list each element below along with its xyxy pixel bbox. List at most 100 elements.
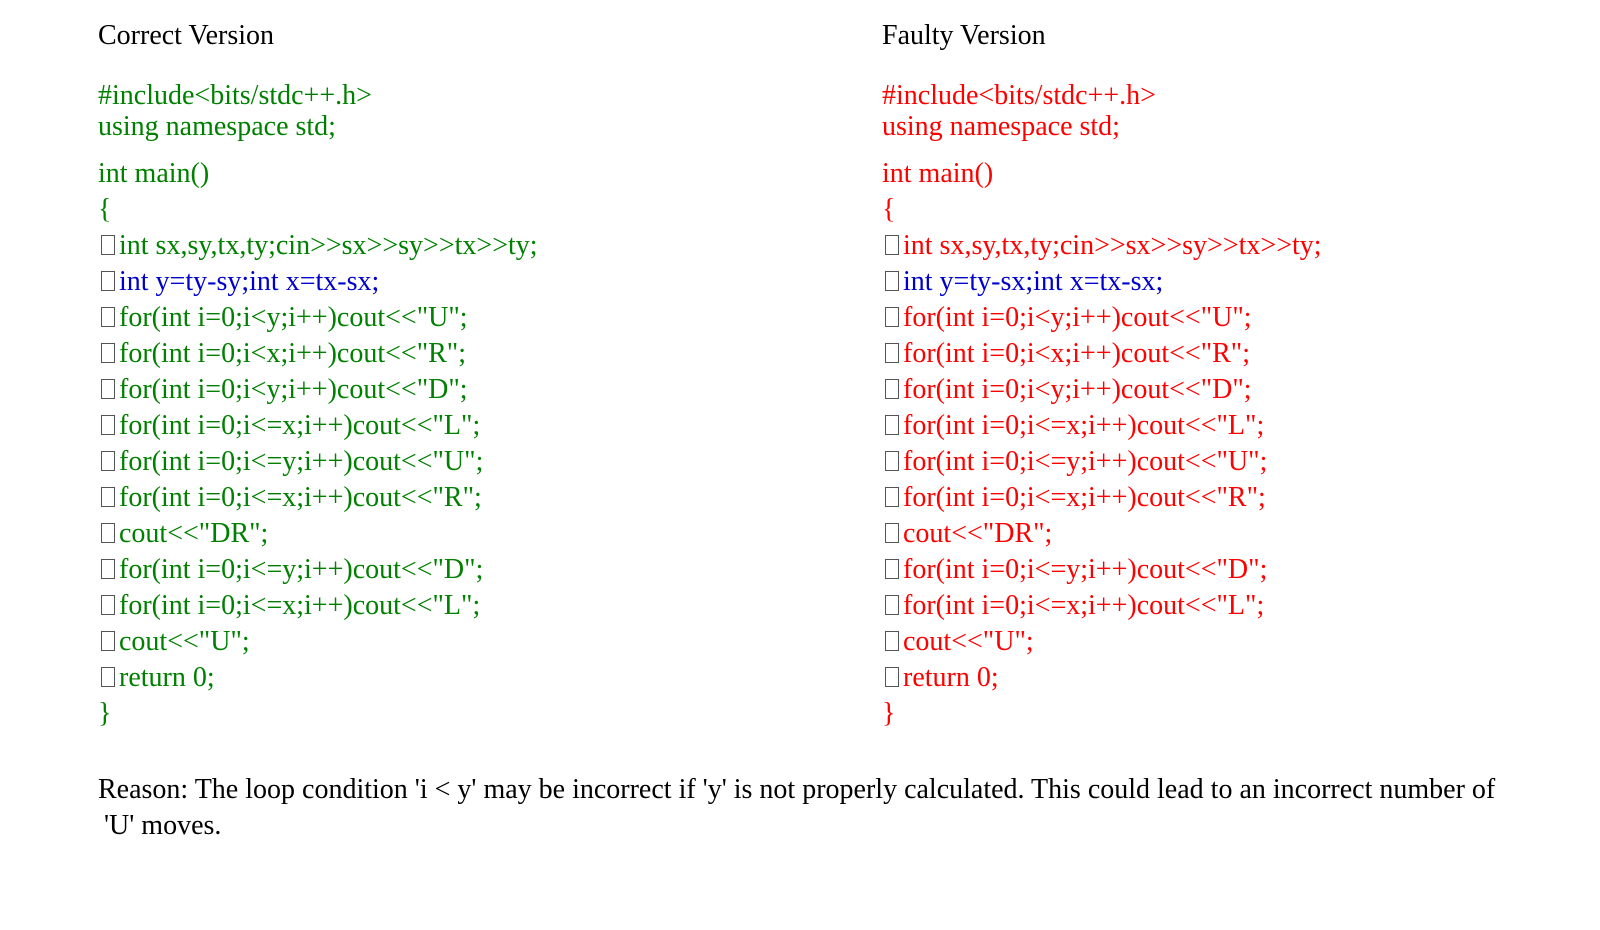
code-line: return 0; [98, 660, 858, 696]
code-text: return 0; [903, 662, 999, 693]
code-text: for(int i=0;i<x;i++)cout<<"R"; [119, 338, 467, 369]
code-line: int sx,sy,tx,ty;cin>>sx>>sy>>tx>>ty; [98, 228, 858, 264]
tab-glyph-icon [885, 559, 899, 579]
tab-glyph-icon [101, 343, 115, 363]
tab-glyph-icon [885, 487, 899, 507]
tab-glyph-icon [885, 307, 899, 327]
code-line: int sx,sy,tx,ty;cin>>sx>>sy>>tx>>ty; [882, 228, 1600, 264]
code-text: for(int i=0;i<=x;i++)cout<<"L"; [119, 590, 481, 621]
tab-glyph-icon [885, 523, 899, 543]
code-text: int sx,sy,tx,ty;cin>>sx>>sy>>tx>>ty; [119, 230, 538, 261]
code-text: using namespace std; [882, 111, 1120, 142]
code-line: #include<bits/stdc++.h> [98, 80, 858, 111]
faulty-version-panel: Faulty Version #include<bits/stdc++.h>us… [882, 18, 1600, 732]
tab-glyph-icon [101, 631, 115, 651]
code-text: int main() [98, 158, 210, 189]
code-line: for(int i=0;i<=y;i++)cout<<"U"; [882, 444, 1600, 480]
code-line: cout<<"U"; [98, 624, 858, 660]
code-line: } [882, 696, 1600, 732]
code-text: int y=ty-sx;int x=tx-sx; [903, 266, 1164, 297]
code-text: cout<<"U"; [903, 626, 1034, 657]
tab-glyph-icon [885, 415, 899, 435]
code-line: for(int i=0;i<y;i++)cout<<"D"; [882, 372, 1600, 408]
correct-version-title: Correct Version [98, 20, 274, 51]
tab-glyph-icon [101, 379, 115, 399]
faulty-code-block: #include<bits/stdc++.h>using namespace s… [882, 80, 1600, 732]
code-text: for(int i=0;i<=y;i++)cout<<"D"; [119, 554, 484, 585]
code-line: for(int i=0;i<=y;i++)cout<<"D"; [98, 552, 858, 588]
tab-glyph-icon [885, 235, 899, 255]
tab-glyph-icon [885, 451, 899, 471]
tab-glyph-icon [885, 271, 899, 291]
code-line: for(int i=0;i<=x;i++)cout<<"L"; [98, 408, 858, 444]
code-text: for(int i=0;i<=x;i++)cout<<"R"; [903, 482, 1266, 513]
code-line: #include<bits/stdc++.h> [882, 80, 1600, 111]
code-line: for(int i=0;i<=x;i++)cout<<"L"; [882, 408, 1600, 444]
code-text: for(int i=0;i<=x;i++)cout<<"L"; [903, 410, 1265, 441]
reason-text: Reason: The loop condition 'i < y' may b… [98, 772, 1578, 844]
code-text: { [98, 194, 112, 225]
code-text: for(int i=0;i<=x;i++)cout<<"R"; [119, 482, 482, 513]
code-line: for(int i=0;i<x;i++)cout<<"R"; [882, 336, 1600, 372]
tab-glyph-icon [101, 307, 115, 327]
code-line: cout<<"DR"; [98, 516, 858, 552]
code-line: int main() [98, 156, 858, 192]
tab-glyph-icon [101, 523, 115, 543]
tab-glyph-icon [101, 667, 115, 687]
code-text: { [882, 194, 896, 225]
tab-glyph-icon [885, 667, 899, 687]
code-text: for(int i=0;i<=x;i++)cout<<"L"; [903, 590, 1265, 621]
tab-glyph-icon [101, 235, 115, 255]
code-text: cout<<"U"; [119, 626, 250, 657]
code-text: return 0; [119, 662, 215, 693]
code-text: } [98, 698, 112, 729]
code-line: for(int i=0;i<=x;i++)cout<<"L"; [882, 588, 1600, 624]
tab-glyph-icon [885, 379, 899, 399]
code-text: for(int i=0;i<=y;i++)cout<<"U"; [903, 446, 1268, 477]
correct-version-panel: Correct Version #include<bits/stdc++.h>u… [98, 18, 858, 732]
code-text: } [882, 698, 896, 729]
code-line: { [882, 192, 1600, 228]
faulty-version-title: Faulty Version [882, 20, 1046, 51]
code-line: for(int i=0;i<y;i++)cout<<"U"; [98, 300, 858, 336]
code-line: for(int i=0;i<=y;i++)cout<<"U"; [98, 444, 858, 480]
code-line: for(int i=0;i<=x;i++)cout<<"L"; [98, 588, 858, 624]
code-text: for(int i=0;i<y;i++)cout<<"U"; [903, 302, 1252, 333]
reason-line-2: 'U' moves. [104, 810, 222, 841]
correct-code-block: #include<bits/stdc++.h>using namespace s… [98, 80, 858, 732]
tab-glyph-icon [101, 559, 115, 579]
code-line: } [98, 696, 858, 732]
tab-glyph-icon [885, 595, 899, 615]
tab-glyph-icon [101, 595, 115, 615]
tab-glyph-icon [885, 343, 899, 363]
code-text: for(int i=0;i<x;i++)cout<<"R"; [903, 338, 1251, 369]
code-text: for(int i=0;i<y;i++)cout<<"U"; [119, 302, 468, 333]
code-text: int sx,sy,tx,ty;cin>>sx>>sy>>tx>>ty; [903, 230, 1322, 261]
code-text: int y=ty-sy;int x=tx-sx; [119, 266, 380, 297]
tab-glyph-icon [101, 451, 115, 471]
code-line: for(int i=0;i<=x;i++)cout<<"R"; [98, 480, 858, 516]
tab-glyph-icon [101, 415, 115, 435]
code-line: for(int i=0;i<y;i++)cout<<"D"; [98, 372, 858, 408]
code-line: using namespace std; [98, 111, 858, 142]
code-text: int main() [882, 158, 994, 189]
code-text: #include<bits/stdc++.h> [882, 80, 1156, 111]
code-text: using namespace std; [98, 111, 336, 142]
code-line: for(int i=0;i<x;i++)cout<<"R"; [98, 336, 858, 372]
code-text: for(int i=0;i<=y;i++)cout<<"U"; [119, 446, 484, 477]
code-text: for(int i=0;i<y;i++)cout<<"D"; [119, 374, 468, 405]
code-line: for(int i=0;i<=y;i++)cout<<"D"; [882, 552, 1600, 588]
code-line: for(int i=0;i<=x;i++)cout<<"R"; [882, 480, 1600, 516]
tab-glyph-icon [101, 487, 115, 507]
code-line: int y=ty-sy;int x=tx-sx; [98, 264, 858, 300]
tab-glyph-icon [101, 271, 115, 291]
code-line: cout<<"U"; [882, 624, 1600, 660]
reason-line-1: Reason: The loop condition 'i < y' may b… [98, 774, 1496, 805]
code-line: int y=ty-sx;int x=tx-sx; [882, 264, 1600, 300]
code-line: return 0; [882, 660, 1600, 696]
code-text: for(int i=0;i<=y;i++)cout<<"D"; [903, 554, 1268, 585]
code-line: for(int i=0;i<y;i++)cout<<"U"; [882, 300, 1600, 336]
tab-glyph-icon [885, 631, 899, 651]
code-text: for(int i=0;i<=x;i++)cout<<"L"; [119, 410, 481, 441]
code-line: { [98, 192, 858, 228]
